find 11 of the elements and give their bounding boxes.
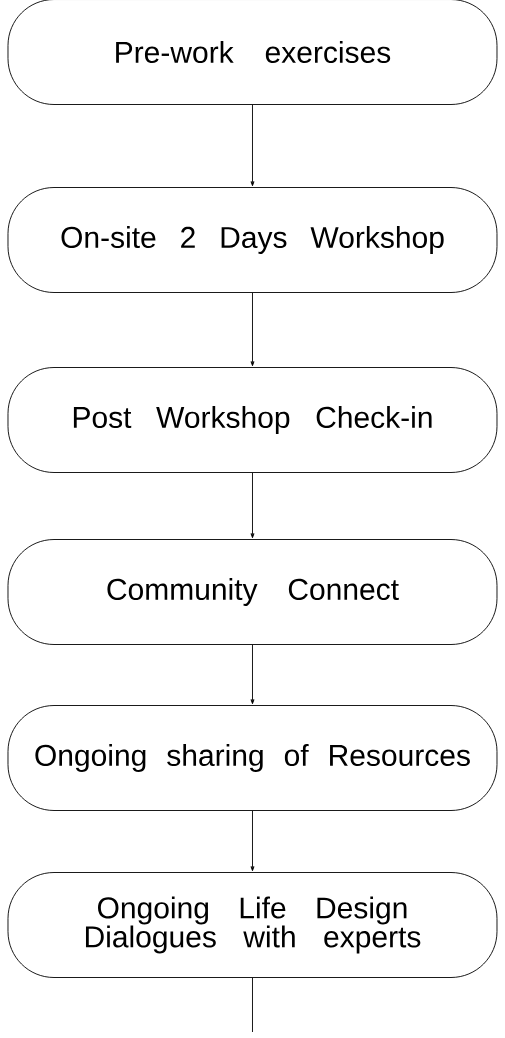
- process-box: Post Workshop Check-in: [7, 367, 498, 473]
- process-box: Community Connect: [7, 539, 498, 645]
- process-box: Ongoing Life Design Dialogues with experts: [7, 872, 498, 978]
- process-box: On-site 2 Days Workshop: [7, 187, 498, 293]
- arrow: [250, 292, 255, 367]
- arrow: [250, 104, 255, 187]
- arrow: [250, 472, 255, 539]
- process-box: Ongoing sharing of Resources: [7, 705, 498, 811]
- arrow: [250, 810, 255, 872]
- process-box: Pre-work exercises: [7, 0, 498, 105]
- arrow: [250, 644, 255, 705]
